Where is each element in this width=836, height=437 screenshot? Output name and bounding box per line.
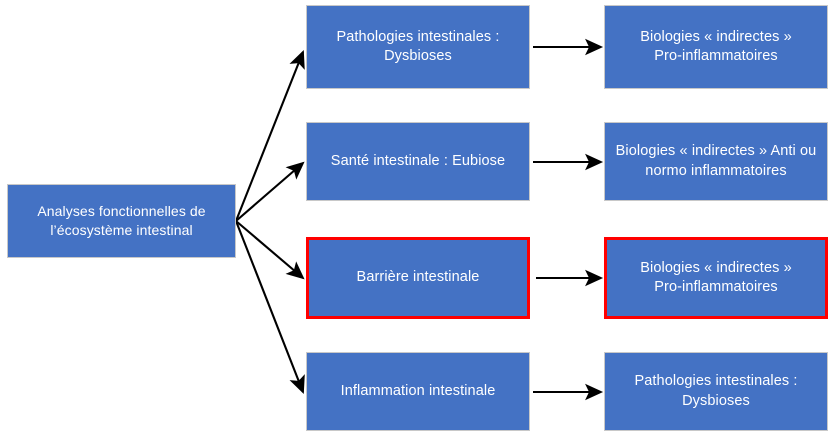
node-label: Biologies « indirectes » Pro-inflammatoi… — [640, 28, 792, 64]
node-label: Barrière intestinale — [356, 269, 480, 286]
node-pathologies-intestinales-dysbioses-2[interactable]: Pathologies intestinales : Dysbioses — [604, 352, 828, 431]
node-pathologies-intestinales-dysbioses[interactable]: Pathologies intestinales : Dysbioses — [306, 5, 530, 89]
node-biologies-indirectes-pro-inflammatoires-2[interactable]: Biologies « indirectes » Pro-inflammatoi… — [604, 237, 828, 319]
node-analyses-fonctionnelles[interactable]: Analyses fonctionnelles de l’écosystème … — [7, 184, 236, 258]
node-label: Analyses fonctionnelles de l’écosystème … — [37, 203, 206, 238]
node-label: Biologies « indirectes » Pro-inflammatoi… — [640, 259, 792, 295]
node-label: Inflammation intestinale — [340, 382, 496, 399]
node-biologies-indirectes-pro-inflammatoires-1[interactable]: Biologies « indirectes » Pro-inflammatoi… — [604, 5, 828, 89]
node-barriere-intestinale[interactable]: Barrière intestinale — [306, 237, 530, 319]
node-sante-intestinale-eubiose[interactable]: Santé intestinale : Eubiose — [306, 122, 530, 201]
arrow-source-to-middle-2 — [235, 161, 305, 222]
node-label: Santé intestinale : Eubiose — [330, 152, 506, 169]
arrow-source-to-middle-4 — [235, 220, 305, 394]
node-biologies-indirectes-anti-ou-normo-inflammatoires[interactable]: Biologies « indirectes » Anti ou normo i… — [604, 122, 828, 201]
node-inflammation-intestinale[interactable]: Inflammation intestinale — [306, 352, 530, 431]
node-label: Pathologies intestinales : Dysbioses — [336, 28, 500, 64]
node-label: Biologies « indirectes » Anti ou normo i… — [615, 143, 817, 179]
arrow-source-to-middle-1 — [235, 50, 305, 222]
arrow-source-to-middle-3 — [235, 220, 305, 280]
node-label: Pathologies intestinales : Dysbioses — [634, 373, 798, 409]
